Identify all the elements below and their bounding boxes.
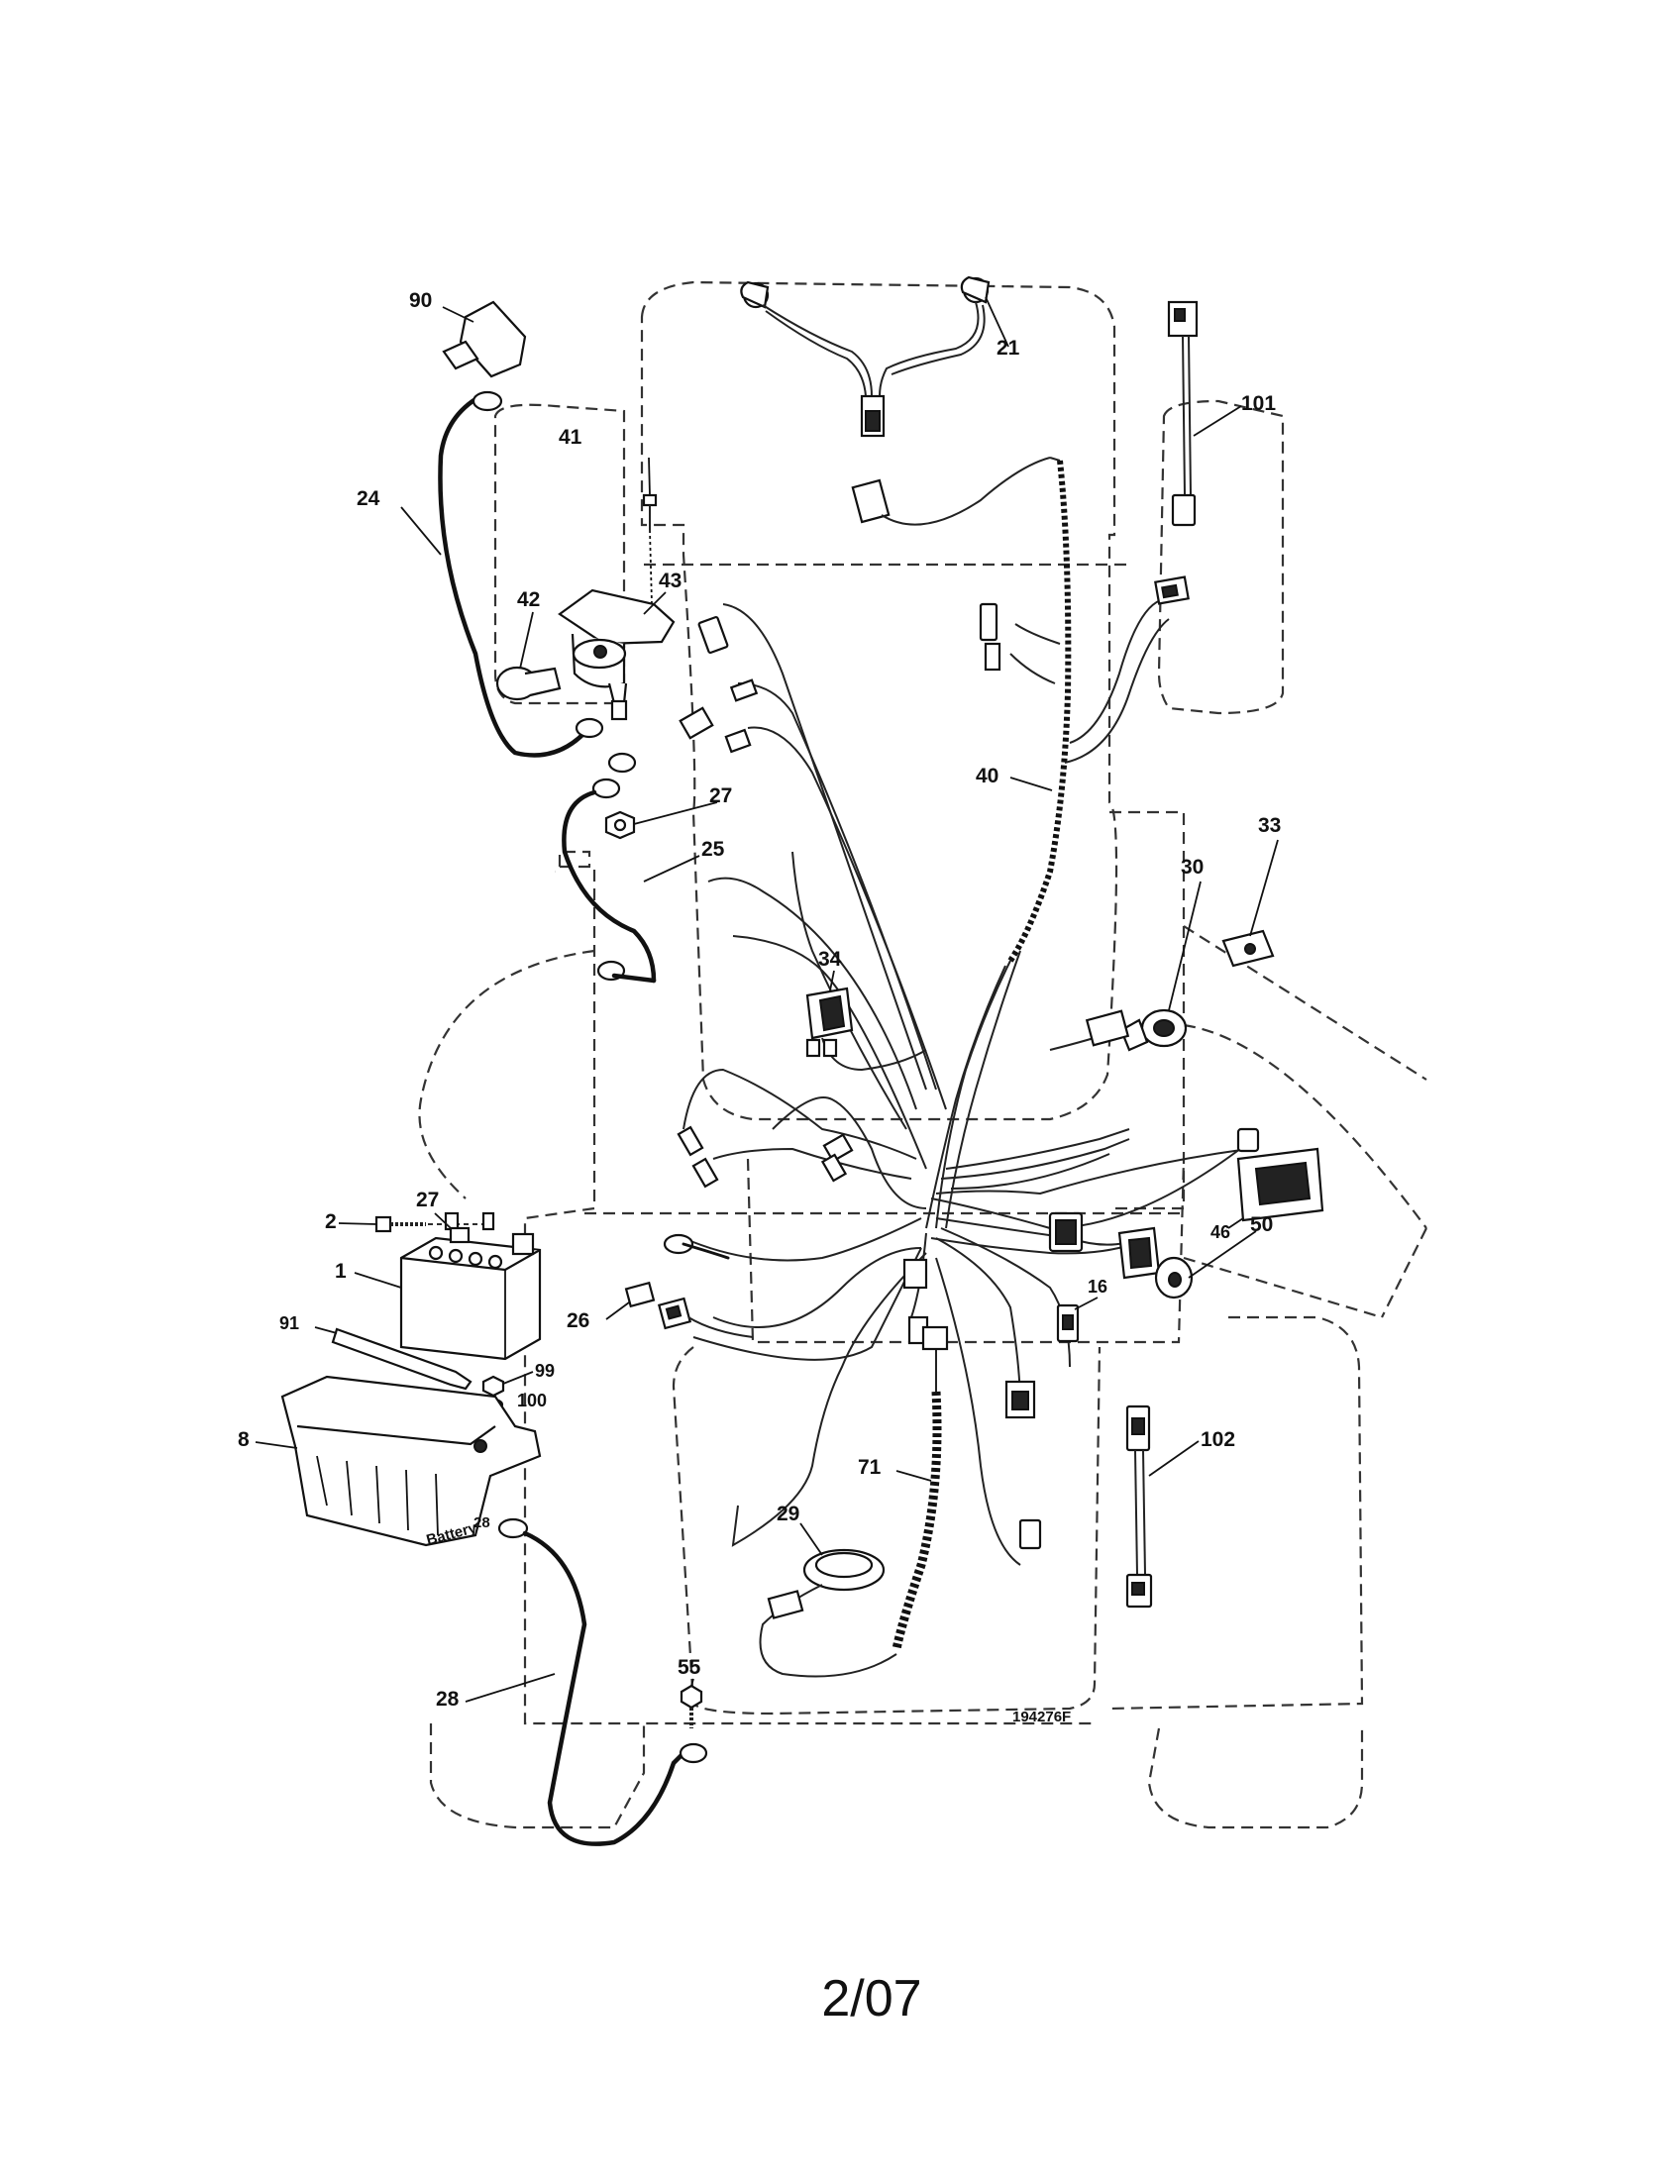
callout-100: 100: [517, 1391, 547, 1410]
headlight-harness-21[interactable]: [740, 275, 991, 438]
headlight-connector[interactable]: [851, 457, 1051, 526]
solenoid-43[interactable]: [558, 588, 676, 721]
part-46[interactable]: [1236, 1147, 1324, 1222]
callout-24: 24: [357, 487, 380, 510]
callout-41: 41: [559, 426, 582, 449]
bolt-55[interactable]: [680, 1684, 703, 1728]
callout-25: 25: [701, 838, 725, 861]
tractor-frame-outline: [418, 280, 1427, 1829]
battery-label-number: 28: [473, 1514, 490, 1531]
harness-102[interactable]: [1125, 1404, 1153, 1609]
part-90[interactable]: [442, 300, 527, 378]
battery-tray-8[interactable]: [280, 1375, 542, 1547]
page-number: 2/07: [821, 1970, 921, 2028]
callout-30: 30: [1181, 856, 1204, 879]
ignition-switch-30[interactable]: [1049, 1008, 1188, 1052]
screw-2[interactable]: [374, 1215, 490, 1233]
boot-42[interactable]: [495, 666, 562, 701]
callout-71: 71: [858, 1456, 882, 1479]
bolt-99[interactable]: [481, 1375, 505, 1398]
callout-1: 1: [335, 1260, 347, 1283]
callout-46: 46: [1210, 1222, 1230, 1242]
callout-29: 29: [777, 1503, 799, 1525]
nut-27[interactable]: [604, 810, 636, 840]
ground-lead: [663, 1233, 730, 1260]
fuse-26[interactable]: [624, 1281, 754, 1338]
callout-43: 43: [659, 570, 682, 592]
lower-connectors: [902, 1211, 1084, 1550]
right-branch-connector[interactable]: [1154, 575, 1190, 605]
callout-34: 34: [818, 948, 842, 971]
callout-91: 91: [279, 1313, 299, 1333]
cable-25[interactable]: [562, 752, 657, 984]
wiring-harness-101[interactable]: [1167, 300, 1199, 527]
knob-50[interactable]: [1117, 1226, 1194, 1300]
callout-8: 8: [238, 1428, 250, 1451]
drawing-number: 194276F: [1012, 1709, 1071, 1725]
connector-16[interactable]: [1056, 1303, 1080, 1343]
callout-99: 99: [535, 1361, 555, 1381]
callout-55: 55: [678, 1656, 701, 1679]
bolt-41[interactable]: [642, 493, 658, 605]
callout-40: 40: [976, 765, 998, 787]
callout-101: 101: [1241, 392, 1276, 415]
main-wiring-harness-40[interactable]: [682, 457, 1254, 1566]
callout-labels: 90 21 101 41 24 42 43 40 27 25 33 30 34 …: [238, 289, 1281, 1711]
cable-28[interactable]: [497, 1517, 708, 1846]
switch-34[interactable]: [805, 987, 927, 1072]
nut-27-battery[interactable]: [444, 1211, 495, 1231]
harness-connectors: [677, 602, 1260, 1189]
callout-28: 28: [436, 1688, 460, 1711]
part-29[interactable]: [759, 1548, 897, 1678]
callout-16: 16: [1088, 1277, 1107, 1297]
callout-27-battery: 27: [416, 1189, 439, 1211]
callout-50: 50: [1250, 1213, 1273, 1236]
part-33[interactable]: [1221, 929, 1275, 968]
callout-33: 33: [1258, 814, 1281, 837]
battery-1[interactable]: [399, 1226, 542, 1361]
callout-2: 2: [325, 1210, 337, 1233]
callout-102: 102: [1201, 1428, 1235, 1451]
leader-lines: [255, 296, 1279, 1703]
callout-90: 90: [409, 289, 432, 312]
callout-26: 26: [567, 1309, 589, 1332]
cable-24[interactable]: [438, 390, 604, 758]
coil-cord-71[interactable]: [892, 1325, 949, 1650]
battery-strap-91[interactable]: [331, 1327, 472, 1391]
callout-42: 42: [517, 588, 540, 611]
callout-27-top: 27: [709, 784, 732, 807]
callout-21: 21: [997, 337, 1020, 360]
